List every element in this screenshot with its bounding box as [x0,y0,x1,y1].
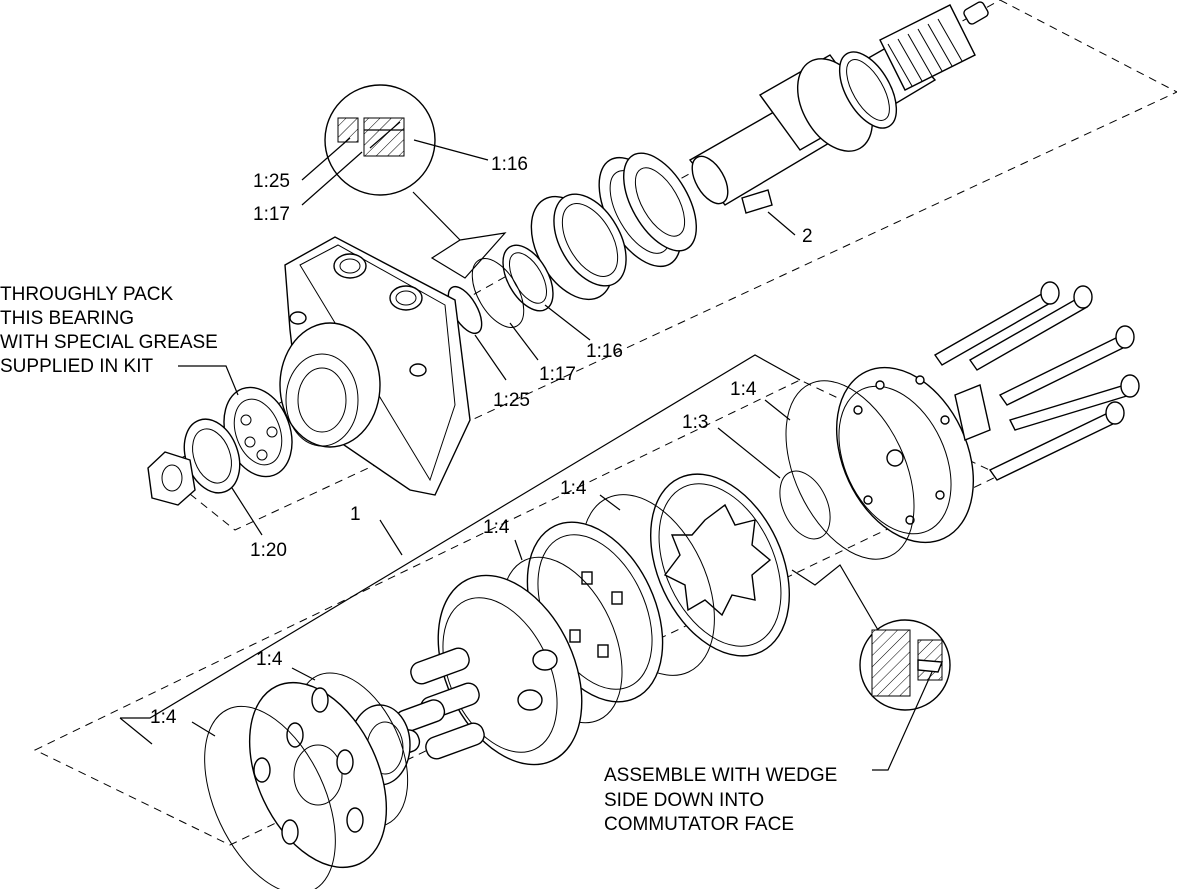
needle-bearing [530,193,627,301]
oring-left-lower-1-4 [204,705,336,889]
callout-seal-1-25: 1:25 [493,390,530,411]
oring-1-3 [779,470,831,540]
grease-note: THROUGHLY PACK THIS BEARING WITH SPECIAL… [0,284,218,377]
callout-oring-top: 1:4 [730,379,757,400]
seal-1-17 [471,258,525,328]
callout-key-2: 2 [802,226,813,247]
key-part-2 [741,189,773,214]
callout-detail-1-17: 1:17 [253,204,290,225]
seal-detail-view [324,84,436,196]
wedge-note-line-2: SIDE DOWN INTO [604,790,764,811]
oring-upper-1-4 [785,380,915,560]
grease-note-line-2: THIS BEARING [0,308,134,329]
callout-seal-1-16: 1:16 [586,341,623,362]
callout-oring-low: 1:4 [483,517,510,538]
callout-seal-1-20: 1:20 [250,540,287,561]
wedge-note-line-1: ASSEMBLE WITH WEDGE [604,765,837,786]
callout-oring-mid: 1:4 [560,478,587,499]
grease-note-line-1: THROUGHLY PACK [0,284,173,305]
callout-oring-left-lower: 1:4 [150,707,177,728]
callout-oring-1-3: 1:3 [682,412,708,433]
wear-plate [248,681,388,869]
commutator [649,473,791,657]
wedge-note: ASSEMBLE WITH WEDGE SIDE DOWN INTO COMMU… [604,765,837,835]
callout-detail-1-25: 1:25 [253,171,290,192]
callout-seal-1-17: 1:17 [539,364,576,385]
shaft-splines [887,18,963,87]
housing [279,236,471,496]
wedge-note-line-3: COMMUTATOR FACE [604,814,794,835]
castle-nut [147,451,196,506]
rear-cover [835,366,991,544]
callout-kit-1: 1 [350,504,361,525]
wedge-detail-bracket [791,564,879,631]
callout-oring-left-upper: 1:4 [256,649,283,670]
detail-bracket [412,191,507,279]
grease-note-line-3: WITH SPECIAL GREASE [0,332,218,353]
wedge-detail-view [859,619,951,711]
callout-detail-1-16: 1:16 [491,154,528,175]
seal-1-16 [502,244,554,312]
cap-screws [933,281,1140,481]
seal-1-20 [183,418,241,494]
output-shaft [688,1,989,206]
leader-lines [119,137,933,771]
grease-note-line-4: SUPPLIED IN KIT [0,356,153,377]
